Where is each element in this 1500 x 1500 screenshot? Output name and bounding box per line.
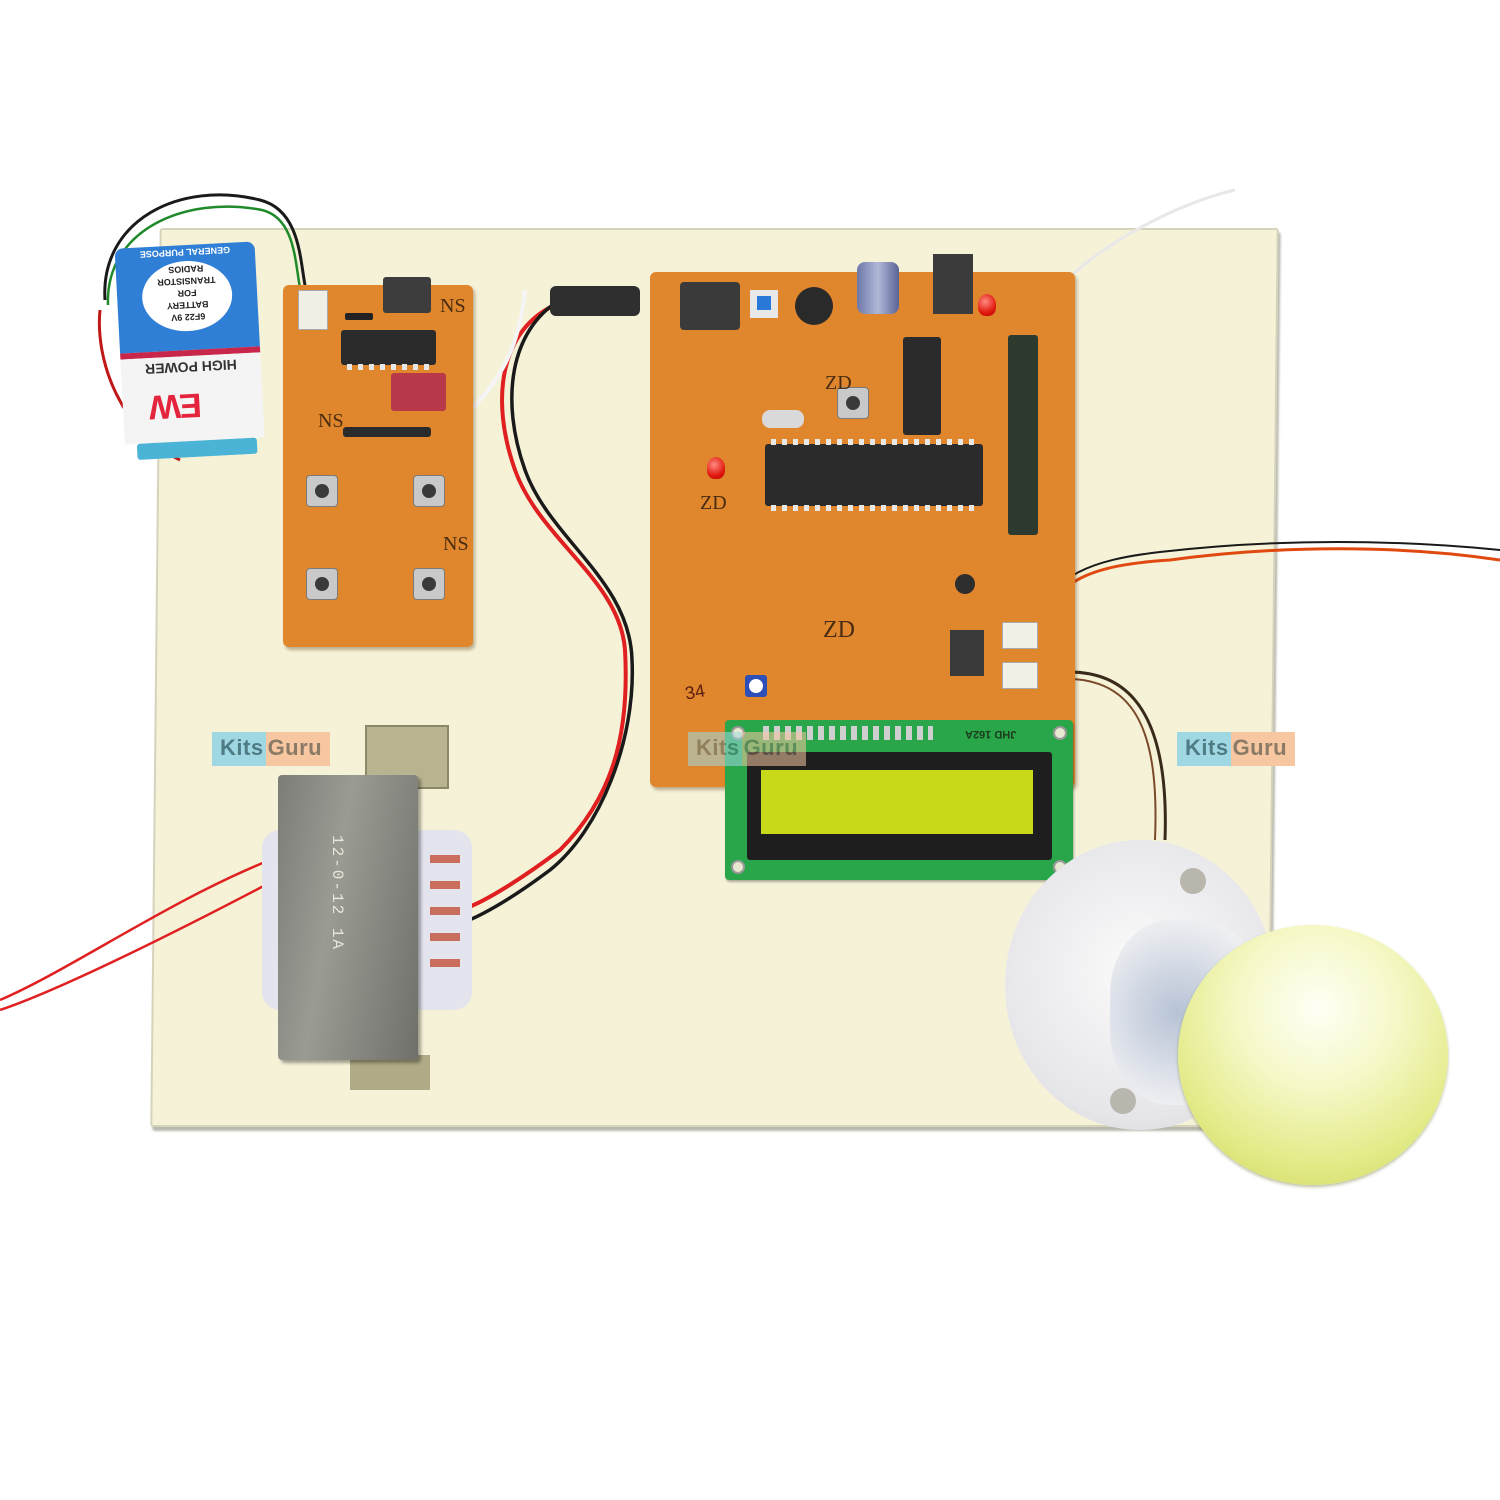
mount-hole bbox=[731, 860, 745, 874]
contrast-potentiometer[interactable] bbox=[745, 675, 767, 697]
handwritten-number: 34 bbox=[683, 680, 707, 704]
watermark-text: Guru bbox=[265, 732, 331, 766]
keypad-button-2[interactable] bbox=[413, 475, 445, 507]
keypad-button-3[interactable] bbox=[306, 568, 338, 600]
silkscreen-label: NS bbox=[443, 533, 469, 555]
buzzer bbox=[795, 287, 833, 325]
transformer-label: 12-0-12 1A bbox=[328, 835, 346, 952]
watermark-text: Kits bbox=[212, 732, 266, 766]
power-switch[interactable] bbox=[750, 290, 778, 318]
battery-oval-label: 6F22 9V BATTERY FOR TRANSISTOR RADIOS bbox=[140, 258, 234, 334]
lcd-model-label: JHD 162A bbox=[965, 728, 1017, 740]
voltage-regulator bbox=[383, 277, 431, 313]
power-led bbox=[978, 294, 996, 316]
light-bulb bbox=[1178, 925, 1448, 1185]
keypad-button-1[interactable] bbox=[306, 475, 338, 507]
rf-receiver-module bbox=[1008, 335, 1038, 535]
rf-transmitter-module bbox=[391, 373, 446, 411]
terminal-connector-1 bbox=[1002, 622, 1038, 649]
ic-20pin bbox=[903, 337, 941, 435]
keypad-button-4[interactable] bbox=[413, 568, 445, 600]
lcd-screen bbox=[761, 770, 1033, 834]
reset-button[interactable] bbox=[837, 387, 869, 419]
battery-brand-logo: EW bbox=[149, 385, 203, 427]
silkscreen-label: ZD bbox=[825, 372, 852, 394]
crystal-oscillator bbox=[762, 410, 804, 428]
dc-plug bbox=[550, 286, 640, 316]
relay-driver bbox=[950, 630, 984, 676]
holder-screw-hole bbox=[1180, 868, 1206, 894]
silkscreen-label: NS bbox=[318, 410, 344, 432]
watermark-text: Guru bbox=[741, 732, 807, 766]
status-led bbox=[707, 457, 725, 479]
silkscreen-label: ZD bbox=[823, 617, 855, 643]
keypad-pcb: NS NS NS bbox=[283, 277, 473, 647]
transformer-bracket-bottom bbox=[350, 1055, 430, 1090]
power-connector bbox=[298, 290, 328, 330]
step-down-transformer: 12-0-12 1A bbox=[278, 775, 418, 1060]
dc-jack bbox=[680, 282, 740, 330]
terminal-connector-2 bbox=[1002, 662, 1038, 689]
watermark-text: Kits bbox=[1177, 732, 1231, 766]
lcd-bezel bbox=[747, 752, 1052, 860]
watermark-text: Guru bbox=[1230, 732, 1296, 766]
silkscreen-label: NS bbox=[440, 295, 466, 317]
microcontroller-40pin bbox=[765, 439, 983, 511]
voltage-regulator bbox=[933, 254, 973, 314]
silkscreen-label: ZD bbox=[700, 492, 727, 514]
pin-header bbox=[343, 427, 431, 437]
holder-screw-hole bbox=[1110, 1088, 1136, 1114]
main-pcb: ZD ZD ZD 34 bbox=[550, 254, 1075, 787]
capacitor bbox=[857, 262, 899, 314]
transistor bbox=[955, 574, 975, 594]
battery-label-blue: GENERAL PURPOSE 6F22 9V BATTERY FOR TRAN… bbox=[114, 241, 260, 354]
watermark-text: Kits bbox=[688, 732, 742, 766]
diode bbox=[345, 313, 373, 320]
encoder-ic bbox=[341, 330, 436, 370]
lcd-16x2: JHD 162A bbox=[725, 720, 1073, 880]
battery-9v: GENERAL PURPOSE 6F22 9V BATTERY FOR TRAN… bbox=[114, 241, 266, 460]
mount-hole bbox=[1053, 726, 1067, 740]
